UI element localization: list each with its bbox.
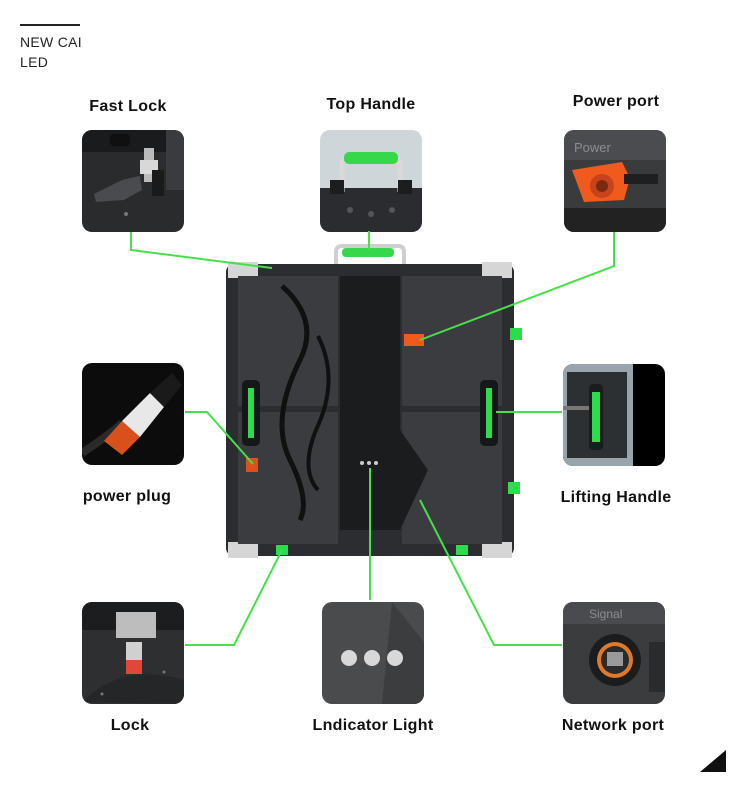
label-power-port: Power port xyxy=(572,93,660,110)
thumb-top-handle xyxy=(320,130,422,232)
cabinet-corner xyxy=(228,542,258,558)
cabinet-indicator-dot xyxy=(367,461,371,465)
connector-power-port xyxy=(419,232,615,341)
corner-triangle-decoration xyxy=(700,750,726,772)
brand-line-1: NEW CAI xyxy=(20,34,82,50)
label-fast-lock: Fast Lock xyxy=(89,98,167,115)
cabinet-green-latch xyxy=(510,328,522,340)
label-lock: Lock xyxy=(110,717,150,734)
brand-logo-text: NEW CAI LED xyxy=(20,32,82,72)
connector-power-plug xyxy=(185,411,254,465)
thumb-network-port: Signal xyxy=(563,602,665,704)
cabinet-cable xyxy=(306,335,331,492)
label-network-port: Network port xyxy=(561,717,665,734)
thumb-lock xyxy=(82,602,184,704)
thumb-text-signal: Signal xyxy=(589,607,622,621)
cabinet-power-port xyxy=(404,334,424,346)
thumb-lifting-handle xyxy=(563,364,665,466)
label-power-plug: power plug xyxy=(82,488,172,505)
connector-fast-lock xyxy=(130,232,273,269)
connector-lock xyxy=(185,549,283,646)
cabinet-indicator-dot xyxy=(374,461,378,465)
brand-line-2: LED xyxy=(20,54,49,70)
thumb-indicator-light xyxy=(322,602,424,704)
connector-network-port xyxy=(419,499,562,646)
thumb-power-plug xyxy=(82,363,184,465)
label-indicator-light: Lndicator Light xyxy=(312,717,434,734)
thumb-text-power: Power xyxy=(574,140,612,155)
cabinet-green-latch xyxy=(508,482,520,494)
thumb-power-port: Power xyxy=(564,130,666,232)
cabinet-cable xyxy=(279,284,310,522)
thumb-fast-lock xyxy=(82,130,184,232)
cabinet-side-handle-right-grip xyxy=(486,388,492,438)
cabinet-side-handle-left-grip xyxy=(248,388,254,438)
cabinet-indicator-dot xyxy=(360,461,364,465)
label-lifting-handle: Lifting Handle xyxy=(560,489,672,506)
brand-rule xyxy=(20,24,80,26)
cabinet-corner xyxy=(482,262,512,278)
cabinet-corner xyxy=(482,542,512,558)
cabinet-top-handle-grip xyxy=(342,248,394,257)
cabinet-green-latch xyxy=(456,545,468,555)
cabinet-center-spine xyxy=(340,276,428,530)
label-top-handle: Top Handle xyxy=(326,96,416,113)
cabinet-power-plug xyxy=(246,458,258,472)
